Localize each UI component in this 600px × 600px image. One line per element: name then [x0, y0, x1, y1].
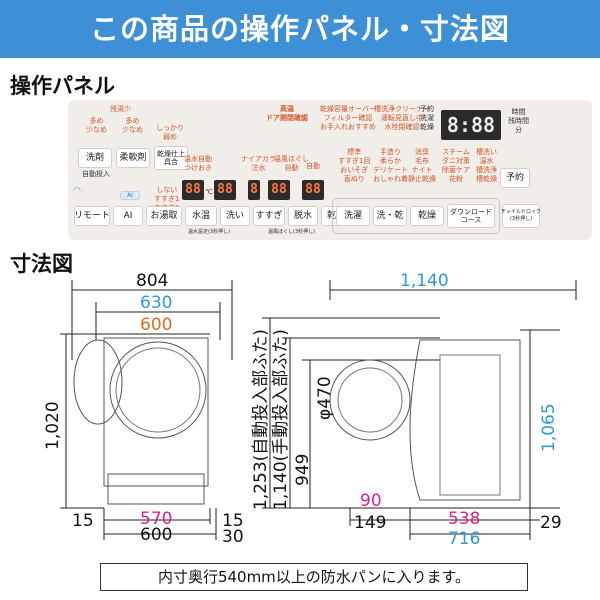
dim-front-width: 804: [136, 271, 169, 291]
seg-display-4: 88: [268, 180, 290, 200]
dassui-button[interactable]: 脱水: [288, 206, 318, 226]
dim-front-base-right: 15: [222, 511, 244, 531]
download-course-button[interactable]: ダウンロード コース: [447, 204, 495, 228]
dim-front-base-left: 15: [72, 511, 94, 531]
time-display: 8:88: [441, 110, 501, 140]
ai-button[interactable]: AI: [113, 206, 143, 226]
ai-badge: AI: [120, 191, 140, 200]
dim-front-bottom-right: 30: [222, 527, 244, 547]
label-yoyaku-status: 予約 洗濯 乾燥: [420, 105, 434, 131]
banner-title: この商品の操作パネル・寸法図: [0, 0, 600, 58]
dim-front-inner2: 600: [140, 315, 173, 335]
dim-auto-tonyu: 1,253(自動投入部ふた): [251, 329, 271, 510]
dim-side-height: 1,065: [539, 403, 559, 452]
note-bosui-pan: 内寸奥行540mm以上の防水パンに入ります。: [100, 563, 528, 591]
course-col3: 消臭 毛布 ナイト 静止乾燥: [408, 148, 436, 183]
seg-display-3: 8: [248, 180, 260, 200]
label-kansou-over: 乾燥容量オーバー フィルター確認 お手入れおすすめ: [320, 105, 376, 131]
note-hogushi: 温風ほぐし(3秒押し): [268, 229, 316, 235]
dim-front-base-mid: 570: [140, 509, 173, 529]
label-jikan: 時間 残時間 分: [508, 108, 529, 134]
dims-section-title: 寸法図: [10, 252, 73, 276]
dim-front-bottom-width: 600: [140, 525, 173, 545]
sentaku-button[interactable]: 洗濯: [336, 206, 370, 226]
label-jidotonyu: 自動投入: [82, 170, 110, 178]
remote-button[interactable]: リモート: [74, 206, 110, 226]
dim-front-inner1: 630: [140, 293, 173, 313]
dim-side-29: 29: [540, 513, 562, 533]
label-zanto: 残湯少: [110, 105, 131, 113]
label-shikkari: しっかり 弱め: [156, 124, 184, 141]
dim-side-716: 716: [448, 529, 481, 549]
dim-side-90: 90: [360, 491, 382, 511]
kansou-course-button[interactable]: 乾燥: [410, 206, 444, 226]
arai-button[interactable]: 洗い: [220, 206, 250, 226]
oyutori-button[interactable]: お湯取: [146, 206, 182, 226]
course-col4: スチーム ダニ対策 除菌ケア 花粉: [442, 148, 470, 183]
childlock-button[interactable]: チャイルドロック (3秒押し): [501, 204, 541, 228]
course-col2: 手造り 柔らか デリケート おしゃれ着: [373, 148, 408, 183]
course-col5: 槽洗い 温水 槽洗浄 槽乾燥: [476, 148, 497, 183]
dim-door-hinge: 949: [293, 453, 313, 486]
dim-side-149: 149: [354, 513, 387, 533]
kouzai-button[interactable]: 乾燥仕上 具合: [154, 146, 188, 170]
course-col1: 標準 すすぎ1回 おいそぎ 直ぬり: [338, 148, 371, 183]
panel-section-title: 操作パネル: [10, 74, 115, 98]
dim-shudo-tonyu: 1,140(手動投入部ふた): [271, 329, 291, 510]
senkan-button[interactable]: 洗・乾: [373, 206, 407, 226]
wifi-icon: ◠: [73, 186, 81, 196]
label-onsui-hogushi: 温風ほぐし 自動: [274, 155, 309, 172]
course-group: [332, 198, 500, 234]
seg-display-1: 88: [182, 180, 204, 200]
label-jido: 自動: [306, 162, 320, 170]
seg-display-5: 88: [302, 180, 324, 200]
operation-panel: 残湯少 多め 少なめ 多め 少なめ しっかり 弱め 洗剤 自動投入 柔軟剤 乾燥…: [68, 100, 592, 240]
note-onsui: 温水設定(3秒押し): [188, 229, 231, 235]
label-tayo-junanzai: 多め 少なめ: [122, 117, 143, 134]
seg-unit: ℃: [205, 188, 213, 196]
yoyaku-button[interactable]: 予約: [500, 168, 530, 188]
susugi-button[interactable]: すすぎ: [253, 206, 285, 226]
dim-side-top: 1,140: [400, 271, 449, 291]
dim-door-diameter: φ470: [315, 376, 335, 420]
dim-front-height: 1,020: [43, 401, 63, 450]
seg-display-2: 88: [214, 180, 236, 200]
label-nylon: ナイアガラ 注水: [241, 155, 276, 172]
label-kouon: 高温 ドア開閉確認: [266, 105, 308, 122]
dim-side-538: 538: [448, 509, 481, 529]
suion-button[interactable]: 水温: [185, 206, 217, 226]
senzai-button[interactable]: 洗剤: [78, 148, 112, 168]
label-tayo-senzai: 多め 少なめ: [86, 117, 107, 134]
label-onsui-auto: 温水自動 つけおき: [184, 155, 212, 172]
label-sousenjo: 槽洗浄クリーナー 運転見直し中 水栓閉確認: [374, 105, 430, 131]
junanzai-button[interactable]: 柔軟剤: [116, 148, 150, 168]
